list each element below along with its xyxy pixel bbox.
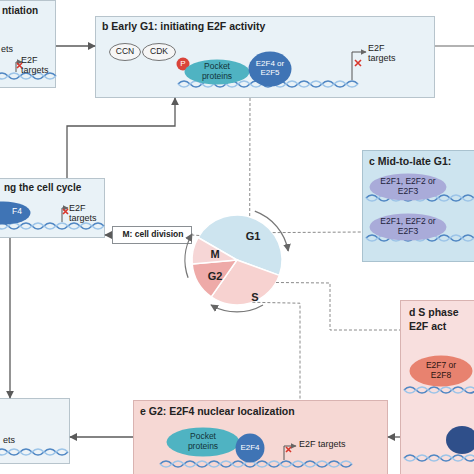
oval-shape xyxy=(167,428,240,457)
oval-shape xyxy=(249,52,292,87)
stage-box: d S phaseE2F actE2F7 or E2F8 xyxy=(400,300,474,474)
oval-shape xyxy=(185,60,250,85)
node-text: G1 xyxy=(242,230,264,242)
flow-arrow xyxy=(105,234,112,235)
node-text: CDK xyxy=(143,43,175,61)
phase-link xyxy=(273,232,362,234)
e2f-oval: E2F1, E2F2 or E2F3 xyxy=(369,173,447,201)
phase-link xyxy=(249,98,250,217)
flow-arrow xyxy=(70,436,133,437)
cycle-arrow xyxy=(211,305,263,312)
node-text: E2F targets xyxy=(299,439,369,449)
node-text: E2F targets xyxy=(368,43,404,63)
phase-wedges xyxy=(192,215,282,305)
node-text: M xyxy=(204,248,226,260)
node-text: Pocket proteins xyxy=(178,427,228,457)
oval-shape xyxy=(370,174,447,201)
node-text: e G2: E2F4 nuclear localization xyxy=(140,406,385,418)
node-text: ng the cell cycle xyxy=(4,182,104,193)
phase-link xyxy=(252,302,300,400)
node-text: S xyxy=(244,291,266,303)
cyclin-oval: CCN xyxy=(109,43,141,61)
e2f-oval: F4 xyxy=(0,201,31,225)
oval-shape xyxy=(370,214,447,241)
oval-shape xyxy=(236,434,265,463)
node-text: E2F7 or E2F8 xyxy=(420,355,462,387)
stage-box: ets xyxy=(0,398,70,464)
flow-arrow xyxy=(56,45,95,46)
node-text: E2F4 or E2F5 xyxy=(253,51,287,87)
node-text: E2F targets xyxy=(21,55,55,75)
stage-box: ntiation etsE2F targets xyxy=(0,0,56,88)
phase-wedge xyxy=(192,238,237,264)
flow-arrow xyxy=(9,238,10,398)
stage-box: ng the cell cycleE2F targets F4 xyxy=(0,178,105,238)
flow-arrow xyxy=(388,436,400,437)
node-text: Pocket proteins xyxy=(194,59,240,85)
offpage-arrow xyxy=(435,45,474,46)
node-text: E2F1, E2F2 or E2F3 xyxy=(380,173,436,201)
node-text: G2 xyxy=(204,270,226,282)
phase-link xyxy=(276,283,400,331)
pocket-protein-oval: Pocket proteins xyxy=(184,59,250,85)
node-text: E2F act xyxy=(409,321,474,333)
e2f-oval: E2F1, E2F2 or E2F3 xyxy=(369,213,447,241)
node-text: E2F4 xyxy=(236,433,264,463)
e2f-circle: E2F4 xyxy=(235,433,265,463)
node-text: ntiation xyxy=(2,5,56,16)
stage-box: e G2: E2F4 nuclear localizationE2F targe… xyxy=(133,400,388,474)
cycle-wheel xyxy=(191,214,283,306)
phase-link xyxy=(192,235,199,236)
e2f-oval: E2F4 or E2F5 xyxy=(248,51,292,87)
cell-cycle-circle: G1S G2 M xyxy=(191,214,283,306)
node-text: F4 xyxy=(12,207,30,217)
phase-box: M: cell division xyxy=(112,226,192,244)
pocket-protein-oval: Pocket proteins xyxy=(166,427,240,457)
node-text: M: cell division xyxy=(113,230,193,240)
node-text: CCN xyxy=(110,43,140,61)
cycle-arrows xyxy=(185,211,288,312)
stage-box: b Early G1: initiating E2F activityE2F t… xyxy=(95,16,435,98)
kinase-oval: CDK xyxy=(142,43,176,61)
node-text: d S phase xyxy=(409,307,474,319)
node-text: E2F1, E2F2 or E2F3 xyxy=(380,213,436,241)
node-text: E2F targets xyxy=(69,203,103,223)
node-text: ets xyxy=(1,44,23,54)
oval-shape xyxy=(110,44,141,61)
e2f-oval: E2F7 or E2F8 xyxy=(409,355,473,387)
stage-box: c Mid-to-late G1:E2F1, E2F2 or E2F3E2F1,… xyxy=(362,150,474,262)
oval-shape xyxy=(0,202,31,225)
oval-shape xyxy=(143,44,176,61)
node-text: b Early G1: initiating E2F activity xyxy=(102,21,432,33)
node-text: c Mid-to-late G1: xyxy=(369,156,474,168)
node-text: ets xyxy=(3,435,23,445)
oval-shape xyxy=(410,356,473,387)
phase-wedge xyxy=(192,260,237,297)
block-crosses xyxy=(17,60,361,452)
flow-arrow xyxy=(67,98,175,178)
